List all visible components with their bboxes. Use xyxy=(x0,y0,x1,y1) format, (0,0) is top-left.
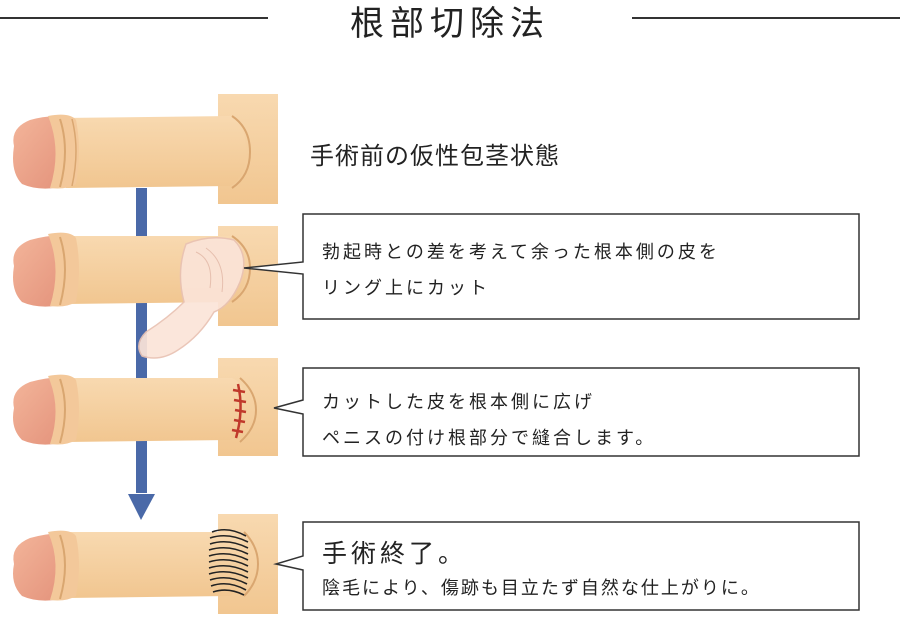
page-title: 根部切除法 xyxy=(350,4,550,44)
callout-bubble-2 xyxy=(243,213,860,320)
stage3-illustration xyxy=(13,358,278,456)
step1-label: 手術前の仮性包茎状態 xyxy=(310,142,560,170)
step2-text-line1: 勃起時との差を考えて余った根本側の皮を xyxy=(322,242,720,263)
step4-text-line2: 陰毛により、傷跡も目立たず自然な仕上がりに。 xyxy=(322,578,761,599)
flow-arrow xyxy=(128,188,155,520)
title-rule-right xyxy=(632,17,900,19)
step3-text-line2: ペニスの付け根部分で縫合します。 xyxy=(322,428,657,449)
title-rule-left xyxy=(0,17,268,19)
pubic-hair xyxy=(208,528,249,596)
suture-marks xyxy=(231,383,247,439)
step2-text-line2: リング上にカット xyxy=(322,278,490,299)
stage1-illustration xyxy=(13,94,278,204)
step4-text-line1: 手術終了。 xyxy=(322,539,468,568)
stage4-illustration xyxy=(13,514,278,614)
step3-text-line1: カットした皮を根本側に広げ xyxy=(322,392,595,413)
stage2-illustration xyxy=(13,226,278,359)
